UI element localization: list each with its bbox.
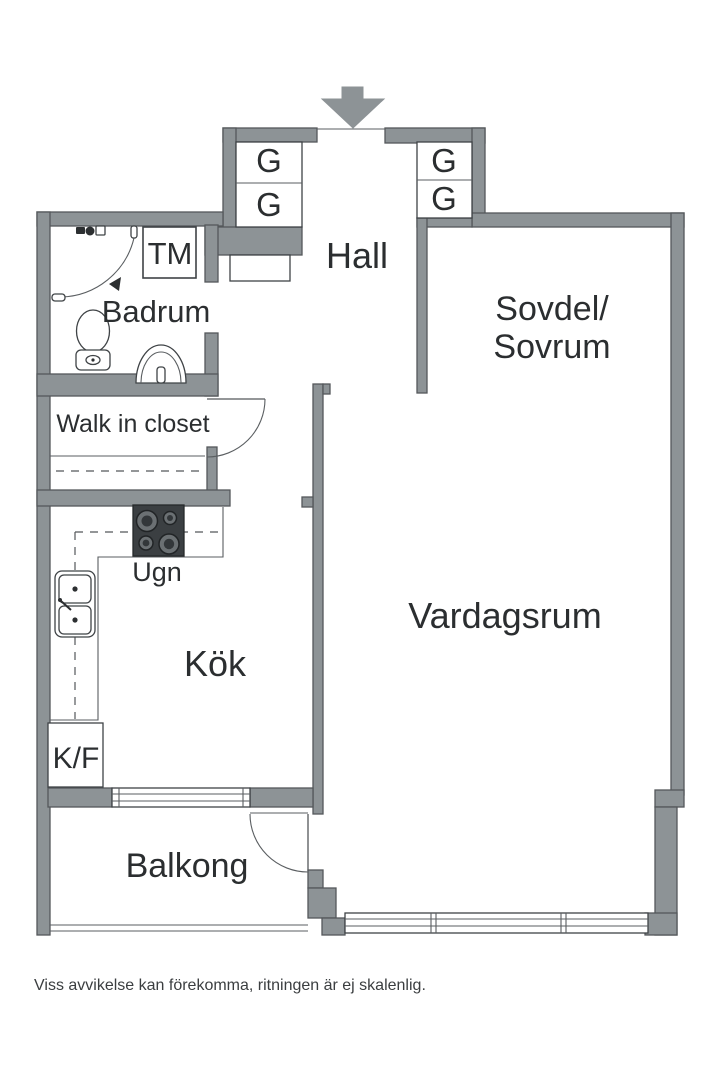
- kitchen-window: [111, 787, 251, 808]
- oven-label: Ugn: [132, 557, 182, 587]
- wardrobe-right-bottom-label: G: [431, 180, 457, 217]
- right-outer-wall-upper: [670, 212, 685, 796]
- closet-wardrobe-strip: [50, 455, 205, 472]
- kitchen-bottom-wall-left: [47, 787, 113, 808]
- nw-top-wall: [36, 211, 224, 227]
- top-wall-left: [222, 127, 318, 143]
- middle-wall-left-nub: [301, 496, 314, 508]
- bathroom-label: Badrum: [102, 294, 211, 329]
- right-wall-step: [654, 789, 685, 808]
- living-room-label: Vardagsrum: [408, 595, 601, 636]
- kitchen-bottom-wall-right: [249, 787, 314, 808]
- top-wall-right: [384, 127, 486, 144]
- shower-mixer-icon: [76, 225, 106, 236]
- bottom-right-corner: [644, 912, 678, 936]
- toilet: [75, 309, 111, 371]
- middle-wall-top-nub: [322, 383, 331, 395]
- bathroom-sink: [135, 344, 187, 384]
- wardrobe-left-bottom-label: G: [256, 186, 282, 223]
- entry-right-wall: [471, 127, 486, 224]
- hall-wardrobe-left: [235, 141, 303, 228]
- bedroom-top-wall: [471, 212, 685, 228]
- middle-wall: [312, 383, 324, 815]
- bathroom-right-wall-upper: [204, 224, 219, 283]
- bathroom-bottom-wall: [36, 373, 219, 397]
- bedroom-label-line2: Sovrum: [493, 328, 610, 366]
- entry-left-wall: [222, 127, 237, 229]
- fridge-freezer-box: [47, 722, 104, 788]
- shower-screen: [51, 225, 138, 302]
- bedroom-label-line1: Sovdel/: [495, 290, 609, 328]
- hall-wardrobe-right: [416, 141, 473, 219]
- balcony-railing: [50, 924, 308, 932]
- balcony-door: [249, 812, 309, 873]
- closet-door: [206, 398, 266, 458]
- stove: [132, 504, 185, 557]
- kitchen-sink: [54, 570, 96, 638]
- wardrobe-right-top-label: G: [431, 142, 457, 179]
- entry-arrow-icon: [317, 86, 386, 130]
- fridge-freezer-label: K/F: [53, 742, 100, 775]
- bedroom-partial-wall: [416, 217, 428, 394]
- hall-label: Hall: [326, 235, 388, 276]
- living-room-window: [344, 912, 649, 934]
- kitchen-label: Kök: [184, 643, 247, 684]
- hall-bench: [229, 254, 291, 282]
- closet-label: Walk in closet: [56, 410, 209, 438]
- balcony-step-2: [307, 887, 337, 919]
- balcony-step-3: [321, 917, 346, 936]
- disclaimer-text: Viss avvikelse kan förekomma, ritningen …: [34, 977, 426, 994]
- closet-right-wall-stub: [206, 446, 218, 493]
- left-outer-wall: [36, 211, 51, 936]
- wardrobe-left-top-label: G: [256, 142, 282, 179]
- washing-machine: [142, 226, 197, 279]
- balcony-label: Balkong: [126, 847, 249, 885]
- closet-bottom-wall: [36, 489, 231, 507]
- washing-machine-label: TM: [148, 236, 193, 271]
- hall-wall-band: [204, 226, 303, 256]
- shower-screen-arrow: [109, 277, 121, 291]
- balcony-step-1: [307, 869, 324, 889]
- walls: [36, 127, 685, 936]
